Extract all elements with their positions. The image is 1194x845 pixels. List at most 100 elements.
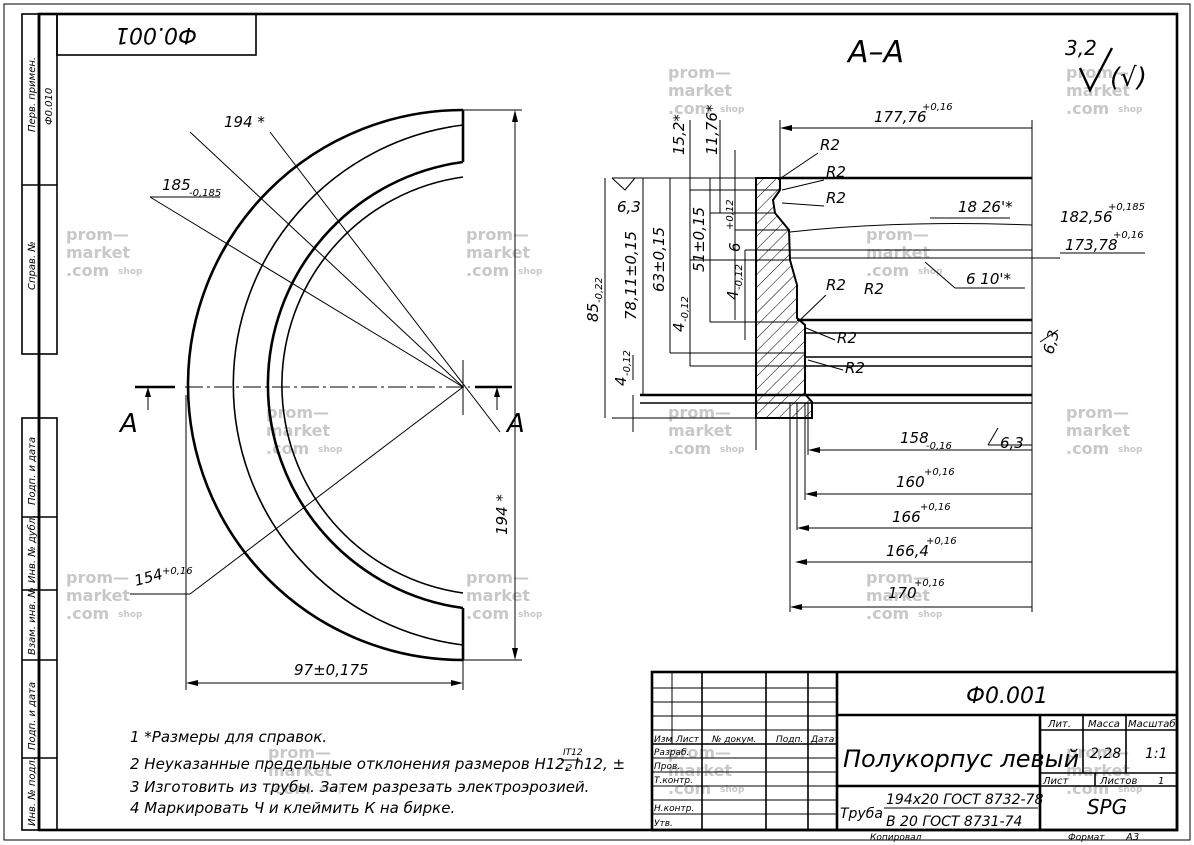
dim-85: 85 [584,303,602,322]
watermark-text: market [466,586,530,605]
watermark-text: market [866,586,930,605]
dim-185-tol: -0,185 [189,188,221,199]
watermark-text: .com [66,261,109,280]
watermark-text: prom— [466,568,529,587]
dim-170: 170 [888,584,917,602]
dim-160-tol: +0,16 [924,467,955,478]
watermark-text: prom— [1066,743,1129,762]
watermark-text: market [266,421,330,440]
watermark-shop: shop [518,267,543,277]
watermark-text: market [1066,761,1130,780]
watermark-text: .com [268,779,311,798]
signature-grid: Изм Лист № докум. Подп. Дата Разраб. Про… [652,672,837,830]
dim-177: 177,76 [874,108,927,126]
dim-154-tol: +0,16 [162,566,193,577]
rough-mark-2: 6,3 [1039,328,1063,356]
section-profile [755,177,813,419]
svg-text:R2: R2 [826,189,846,207]
watermark-text: prom— [866,225,929,244]
watermark-text: .com [668,779,711,798]
svg-text:Подп.: Подп. [776,735,803,745]
title-listov-label: Листов [1099,776,1137,787]
note-2: 2 Неуказанные предельные отклонения разм… [130,755,625,773]
code-box-top: Ф0.001 [56,13,257,56]
watermark-text: prom— [1066,403,1129,422]
watermark-text: .com [668,99,711,118]
side-label-vzam-inv: Взам. инв. № [27,587,38,655]
watermark-text: prom— [266,403,329,422]
watermark-text: .com [866,261,909,280]
watermark-text: .com [866,604,909,623]
title-list-label: Лист [1042,776,1070,787]
plan-view: А А 194 * 185 -0,185 154 +0,16 194 * 97±… [118,108,525,690]
svg-text:Пров.: Пров. [654,762,680,772]
watermark-text: prom— [668,63,731,82]
svg-text:R2: R2 [826,163,846,181]
watermark-text: prom— [668,403,731,422]
dim-173: 173,78 [1065,236,1118,254]
dim-4-b: 4 [670,322,688,332]
watermark-text: market [66,586,130,605]
title-name: Полукорпус левый [843,745,1079,773]
title-kopiroval: Копировал [870,833,922,843]
title-format: Формат [1068,833,1105,843]
dim-78: 78,11±0,15 [622,231,640,320]
side-strip: Перв. примен. Ф0.010 Справ. № Подп. и да… [21,13,58,831]
watermark-shop: shop [720,785,745,795]
dim-63: 63±0,15 [650,227,668,292]
watermark-text: .com [1066,99,1109,118]
watermark-shop: shop [918,267,943,277]
note-2-den: 2 [566,763,572,774]
side-label-sprav: Справ. № [27,241,38,290]
svg-text:R2: R2 [864,280,884,298]
dim-173-tol: +0,16 [1113,230,1144,241]
inner-arc [281,176,464,594]
dim-15-2: 15,2* [670,114,688,155]
title-code: Ф0.001 [966,684,1048,709]
watermark-shop: shop [118,610,143,620]
dim-4-c-tol: -0,12 [734,264,745,290]
dim-4-a: 4 [612,376,630,386]
angle-6-10: 6 10'* [966,270,1012,288]
watermark-text: .com [466,261,509,280]
dim-182: 182,56 [1060,208,1113,226]
watermark-text: .com [668,439,711,458]
dim-166-4: 166,4 [886,542,929,560]
watermark-text: .com [1066,779,1109,798]
watermark-text: market [66,243,130,262]
dim-185: 185 [162,176,191,194]
title-listov-value: 1 [1158,776,1164,787]
title-material-line1: 194х20 ГОСТ 8732-78 [886,792,1043,808]
watermark-shop: shop [320,785,345,795]
dim-6: 6 [726,242,744,252]
title-lit: Лит. [1047,719,1071,730]
dim-158: 158 [900,429,929,447]
watermark-shop: shop [720,105,745,115]
watermark-text: market [866,243,930,262]
dim-194-vert: 194 * [493,494,511,535]
watermark-text: .com [466,604,509,623]
title-material-line2: В 20 ГОСТ 8731-74 [886,814,1022,830]
dim-170-tol: +0,16 [914,578,945,589]
watermark-text: .com [1066,439,1109,458]
dim-6-tol: +0,12 [725,199,736,230]
note-3: 3 Изготовить из трубы. Затем разрезать э… [130,778,589,796]
watermark-text: market [466,243,530,262]
side-label-podp-data-2: Подп. и дата [27,682,38,750]
svg-text:R2: R2 [845,359,865,377]
note-4: 4 Маркировать Ч и клеймить К на бирке. [130,799,455,817]
title-material-prefix: Труба [840,806,883,822]
side-label-podp-data-1: Подп. и дата [27,437,38,505]
title-massa: Масса [1088,719,1120,730]
svg-text:Лист: Лист [675,735,700,745]
outer-arc [186,108,464,662]
dim-166: 166 [892,508,921,526]
svg-text:Т.контр.: Т.контр. [654,776,693,786]
